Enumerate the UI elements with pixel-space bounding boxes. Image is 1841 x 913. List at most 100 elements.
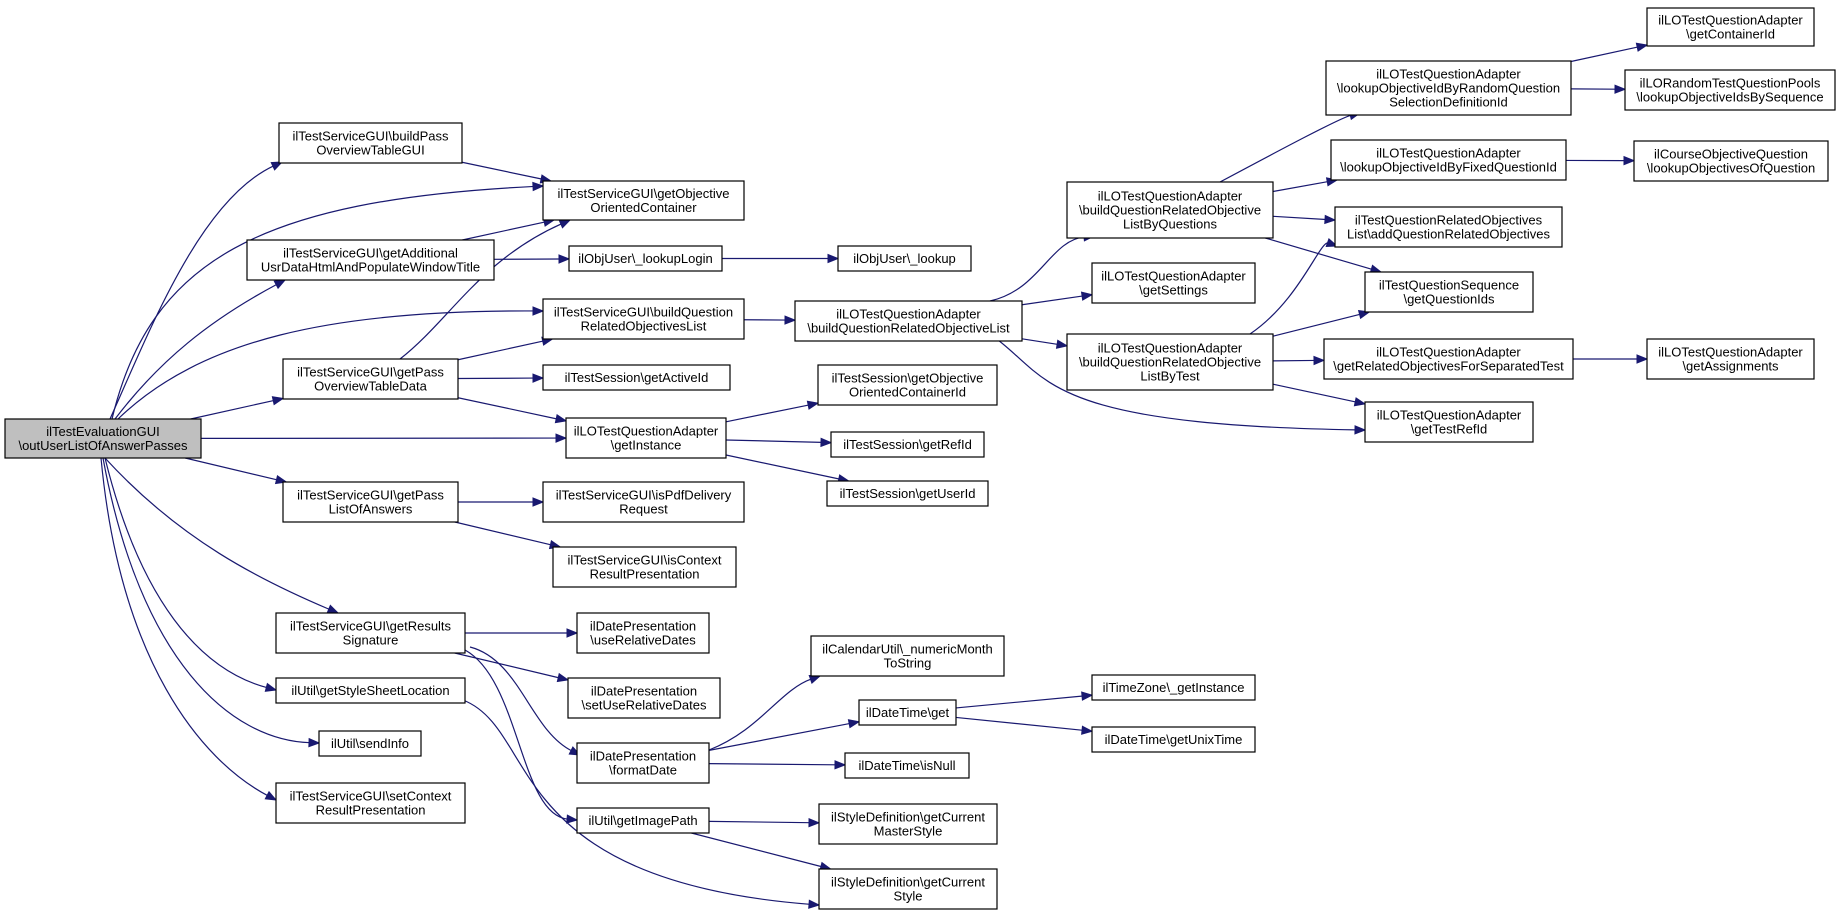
node-label-line: ListByQuestions	[1123, 217, 1217, 232]
edge-arrowhead	[808, 674, 822, 684]
node-ildatetime-get[interactable]: ilDateTime\get	[858, 699, 957, 726]
edge-arrowhead	[555, 433, 568, 443]
edge-line	[1265, 237, 1373, 271]
node-label-line: \buildQuestionRelatedObjectiveList	[807, 321, 1010, 336]
node-illotestquestionadapter-buildquestionrelatedobjective-listbytest[interactable]: ilLOTestQuestionAdapter\buildQuestionRel…	[1066, 333, 1274, 391]
node-illotestquestionadapter-getassignments[interactable]: ilLOTestQuestionAdapter\getAssignments	[1646, 338, 1815, 380]
node-label-line: ilLOTestQuestionAdapter	[1098, 341, 1243, 356]
node-label-line: \formatDate	[609, 763, 677, 778]
node-ilcourseobjectivequestion-lookupobjectivesofquestion[interactable]: ilCourseObjectiveQuestion\lookupObjectiv…	[1633, 140, 1829, 182]
node-label-line: Request	[619, 502, 668, 517]
node-iltestevaluationgui-outuserlistofanswerpasses[interactable]: ilTestEvaluationGUI\outUserListOfAnswerP…	[4, 418, 202, 459]
node-illorandomtestquestionpools-lookupobjectiveidsbysequence[interactable]: ilLORandomTestQuestionPools\lookupObject…	[1624, 69, 1836, 111]
node-illotestquestionadapter-lookupobjectiveidbyrandomquestion-selectiondefinitionid[interactable]: ilLOTestQuestionAdapter\lookupObjectiveI…	[1325, 60, 1572, 116]
edge-line	[1272, 313, 1361, 337]
edge-arrowhead	[271, 396, 285, 406]
nodes-layer: ilTestEvaluationGUI\outUserListOfAnswerP…	[4, 7, 1836, 910]
node-illotestquestionadapter-gettestrefid[interactable]: ilLOTestQuestionAdapter\getTestRefId	[1364, 401, 1534, 443]
node-label-line: MasterStyle	[874, 824, 943, 839]
node-iltestsession-getrefid[interactable]: ilTestSession\getRefId	[830, 431, 985, 458]
edge-iltestservicegui-buildpass-overviewtablegui-to-iltestservicegui-getobjective-orientedcontainer	[461, 161, 553, 184]
edge-arrowhead	[1081, 691, 1094, 701]
node-label-line: ilTestServiceGUI\getAdditional	[283, 246, 458, 261]
node-box	[275, 782, 466, 824]
edge-iltestevaluationgui-outuserlistofanswerpasses-to-iltestservicegui-getadditional-usrdatahtmlandpopulatewindowtitle	[114, 279, 287, 420]
node-illotestquestionadapter-getcontainerid[interactable]: ilLOTestQuestionAdapter\getContainerId	[1646, 7, 1815, 47]
node-iltestsession-getactiveid[interactable]: ilTestSession\getActiveId	[542, 364, 731, 391]
edge-line	[997, 339, 1357, 431]
node-illotestquestionadapter-buildquestionrelatedobjectivelist[interactable]: ilLOTestQuestionAdapter\buildQuestionRel…	[794, 300, 1023, 342]
edge-iltestservicegui-getresults-signature-to-ildatepresentation-formatdate	[469, 646, 582, 756]
edge-arrowhead	[1636, 354, 1649, 364]
node-label-line: ilCalendarUtil\_numericMonth	[822, 642, 993, 657]
edge-arrowhead	[558, 254, 571, 264]
node-iltestquestionrelatedobjectives-list-addquestionrelatedobjectives[interactable]: ilTestQuestionRelatedObjectivesList\addQ…	[1334, 206, 1563, 248]
edge-arrowhead	[1324, 214, 1337, 225]
node-iltestservicegui-getadditional-usrdatahtmlandpopulatewindowtitle[interactable]: ilTestServiceGUI\getAdditionalUsrDataHtm…	[246, 239, 495, 281]
edge-iltestservicegui-getpass-overviewtabledata-to-illotestquestionadapter-getinstance	[457, 397, 568, 424]
node-iltestservicegui-setcontext-resultpresentation[interactable]: ilTestServiceGUI\setContextResultPresent…	[275, 782, 466, 824]
edge-line	[462, 699, 811, 905]
node-label-line: \setUseRelativeDates	[582, 698, 707, 713]
node-illotestquestionadapter-getsettings[interactable]: ilLOTestQuestionAdapter\getSettings	[1091, 262, 1256, 304]
node-ildatetime-isnull[interactable]: ilDateTime\isNull	[844, 752, 970, 779]
node-ilutil-getimagepath[interactable]: ilUtil\getImagePath	[576, 807, 710, 834]
node-label-line: ilDatePresentation	[590, 749, 696, 764]
edge-iltestevaluationgui-outuserlistofanswerpasses-to-iltestservicegui-getpass-listofanswers	[185, 457, 288, 485]
edge-line	[989, 236, 1086, 302]
node-iltimezone-getinstance[interactable]: ilTimeZone\_getInstance	[1091, 674, 1256, 701]
node-iltestservicegui-buildpass-overviewtablegui[interactable]: ilTestServiceGUI\buildPassOverviewTableG…	[278, 122, 463, 164]
edge-iltestservicegui-getresults-signature-to-ilutil-getimagepath	[464, 649, 579, 824]
edge-arrowhead	[566, 814, 579, 824]
edge-ilutil-getimagepath-to-ilstyledefinition-getcurrent-masterstyle	[708, 817, 821, 828]
node-illotestquestionadapter-getrelatedobjectivesforseparatedtest[interactable]: ilLOTestQuestionAdapter\getRelatedObject…	[1323, 338, 1574, 380]
node-ilutil-getstylesheetlocation[interactable]: ilUtil\getStyleSheetLocation	[275, 677, 466, 704]
edge-line	[955, 716, 1084, 731]
node-iltestservicegui-getpass-overviewtabledata[interactable]: ilTestServiceGUI\getPassOverviewTableDat…	[282, 358, 459, 400]
edge-iltestservicegui-getpass-overviewtabledata-to-iltestsession-getactiveid	[457, 373, 545, 383]
node-label-line: \getRelatedObjectivesForSeparatedTest	[1333, 359, 1564, 374]
node-ildatepresentation-setuserelativedates[interactable]: ilDatePresentation\setUseRelativeDates	[567, 677, 721, 719]
edge-arrowhead	[1614, 84, 1627, 94]
edge-arrowhead	[532, 373, 545, 383]
node-iltestservicegui-buildquestion-relatedobjectiveslist[interactable]: ilTestServiceGUI\buildQuestionRelatedObj…	[542, 298, 745, 340]
edge-illotestquestionadapter-getinstance-to-iltestsession-getrefid	[725, 437, 833, 448]
node-illotestquestionadapter-lookupobjectiveidbyfixedquestionid[interactable]: ilLOTestQuestionAdapter\lookupObjectiveI…	[1330, 139, 1567, 181]
edge-arrowhead	[308, 737, 321, 748]
edge-line	[399, 223, 563, 360]
node-label-line: ToString	[884, 656, 932, 671]
edge-arrowhead	[808, 817, 821, 828]
node-ildatetime-getunixtime[interactable]: ilDateTime\getUnixTime	[1091, 726, 1256, 753]
node-iltestservicegui-iscontext-resultpresentation[interactable]: ilTestServiceGUI\isContextResultPresenta…	[552, 546, 737, 588]
node-label-line: ilTestServiceGUI\getResults	[290, 619, 452, 634]
node-ildatepresentation-userelativedates[interactable]: ilDatePresentation\useRelativeDates	[576, 612, 710, 654]
node-box	[542, 364, 731, 391]
node-iltestsession-getobjective-orientedcontainerid[interactable]: ilTestSession\getObjectiveOrientedContai…	[817, 364, 998, 406]
node-box	[818, 803, 998, 845]
edge-arrowhead	[820, 437, 833, 448]
node-iltestsession-getuserid[interactable]: ilTestSession\getUserId	[826, 480, 989, 507]
edge-iltestservicegui-getresults-signature-to-ildatepresentation-setuserelativedates	[454, 652, 570, 683]
node-box	[1323, 338, 1574, 380]
node-box	[576, 612, 710, 654]
node-ilobjuser-lookuplogin[interactable]: ilObjUser\_lookupLogin	[568, 245, 723, 272]
node-illotestquestionadapter-getinstance[interactable]: ilLOTestQuestionAdapter\getInstance	[565, 417, 727, 459]
node-box	[810, 635, 1005, 677]
edge-illotestquestionadapter-getinstance-to-iltestsession-getobjective-orientedcontainerid	[725, 400, 820, 423]
edge-ildatepresentation-formatdate-to-ilcalendarutil-numericmonth-tostring	[708, 674, 822, 751]
node-ildatepresentation-formatdate[interactable]: ilDatePresentation\formatDate	[576, 742, 710, 784]
node-label-line: \lookupObjectiveIdByFixedQuestionId	[1340, 160, 1557, 175]
node-illotestquestionadapter-buildquestionrelatedobjective-listbyquestions[interactable]: ilLOTestQuestionAdapter\buildQuestionRel…	[1066, 181, 1274, 239]
edge-line	[454, 652, 560, 679]
node-iltestquestionsequence-getquestionids[interactable]: ilTestQuestionSequence\getQuestionIds	[1364, 271, 1534, 313]
node-ilutil-sendinfo[interactable]: ilUtil\sendInfo	[318, 730, 422, 757]
node-ilobjuser-lookup[interactable]: ilObjUser\_lookup	[837, 245, 972, 272]
edge-line	[1272, 215, 1327, 221]
node-iltestservicegui-getobjective-orientedcontainer[interactable]: ilTestServiceGUI\getObjectiveOrientedCon…	[542, 180, 745, 221]
